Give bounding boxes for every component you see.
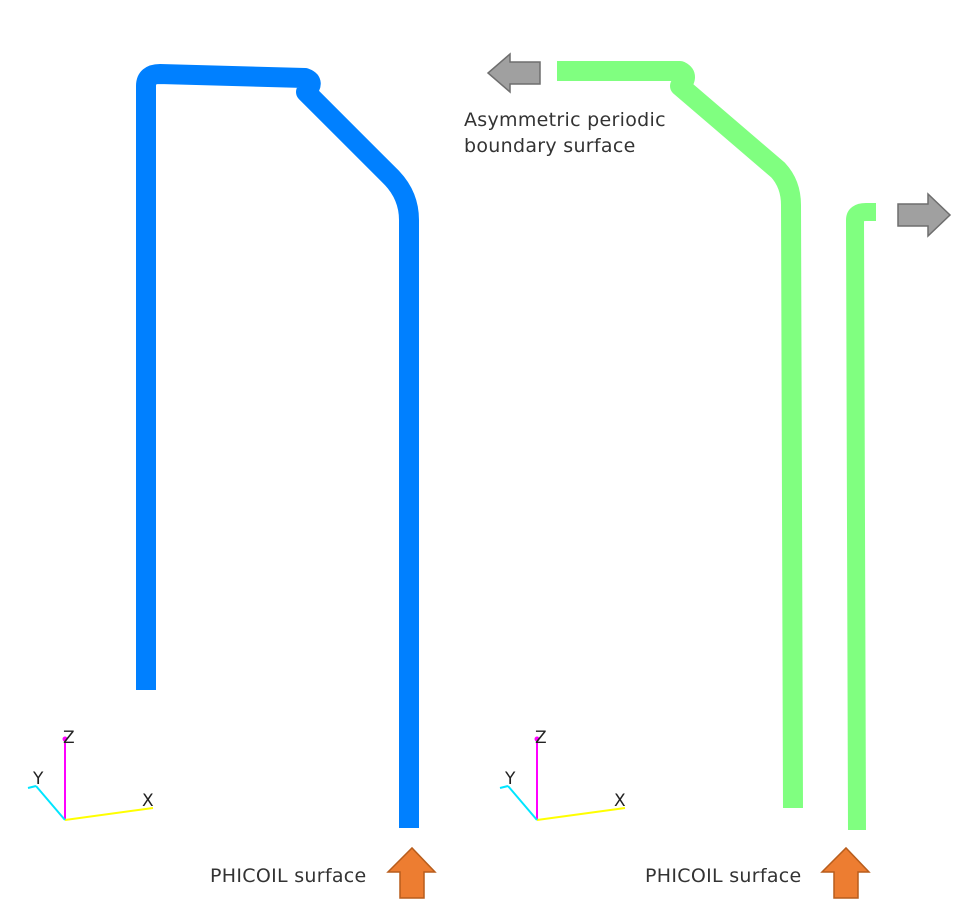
axis-x-label: X	[614, 791, 626, 811]
left-coil-conductor	[136, 64, 419, 828]
axis-triad-left: Z Y X	[27, 728, 154, 821]
boundary-label-line2: boundary surface	[464, 135, 636, 157]
phicoil-arrow-right-icon	[820, 846, 871, 899]
boundary-surface-label: Asymmetric periodic boundary surface	[464, 107, 666, 159]
axis-y-label: Y	[32, 769, 44, 789]
axis-triad-right: Z Y X	[499, 728, 626, 821]
right-coil-conductor-1	[557, 61, 803, 809]
boundary-arrow-left-icon	[486, 52, 541, 94]
phicoil-arrow-left-icon	[386, 846, 437, 899]
axis-z-label: Z	[535, 728, 547, 748]
axis-z-label: Z	[63, 728, 75, 748]
phicoil-label-right: PHICOIL surface	[645, 865, 802, 887]
boundary-arrow-right-icon	[897, 192, 952, 238]
axis-y-label: Y	[504, 769, 516, 789]
axis-x-label: X	[142, 791, 154, 811]
right-coil-conductor-2	[846, 203, 876, 831]
boundary-label-line1: Asymmetric periodic	[464, 109, 666, 131]
phicoil-label-left: PHICOIL surface	[210, 865, 367, 887]
